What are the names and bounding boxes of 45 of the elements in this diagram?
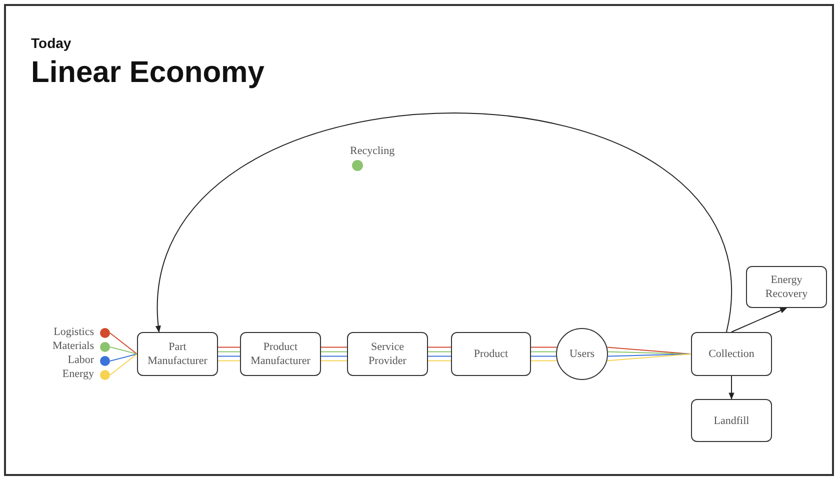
connector-line: [110, 354, 138, 376]
process-box: [691, 399, 772, 442]
connector-line: [110, 332, 138, 354]
connector-line: [218, 346, 240, 348]
connector-line: [320, 356, 348, 357]
node-label: Service Provider: [368, 340, 408, 368]
title: Linear Economy: [31, 56, 264, 90]
connector-line: [320, 360, 348, 362]
subtitle: Today: [31, 35, 72, 51]
process-box: [451, 332, 531, 376]
connector-line: [218, 351, 240, 352]
process-box: [137, 332, 218, 376]
connector-line: [530, 351, 557, 352]
node-label: Part Manufacturer: [148, 340, 208, 368]
connector-line: [428, 360, 452, 362]
node-caption: Materials: [52, 339, 94, 353]
connector-line: [110, 346, 138, 354]
connector-line: [428, 356, 452, 357]
node-label: Users: [569, 347, 595, 361]
node-label: Landfill: [714, 414, 750, 428]
connector-line: [320, 346, 348, 348]
process-box: [691, 332, 772, 376]
node-label: Energy Recovery: [764, 273, 809, 301]
connector-line: [428, 346, 452, 348]
node-label: Product Manufacturer: [250, 340, 310, 368]
node-caption: Energy: [62, 367, 94, 381]
node-label: Collection: [708, 347, 754, 361]
connector-line: [218, 360, 240, 362]
arrow: [731, 308, 788, 332]
process-box: [746, 266, 827, 308]
connector-line: [218, 356, 240, 357]
node-caption: Recycling: [350, 144, 395, 158]
arrow: [728, 376, 734, 400]
node-caption: Labor: [68, 353, 94, 367]
connector-line: [428, 351, 452, 352]
connector-line: [530, 356, 557, 357]
process-box: [240, 332, 321, 376]
connector-line: [110, 354, 138, 362]
connector-line: [530, 360, 558, 362]
node-caption: Logistics: [54, 325, 94, 339]
connector-line: [530, 346, 558, 348]
node-label: Product: [474, 347, 508, 361]
process-box: [347, 332, 428, 376]
connector-line: [606, 354, 692, 362]
connector-line: [320, 351, 348, 352]
